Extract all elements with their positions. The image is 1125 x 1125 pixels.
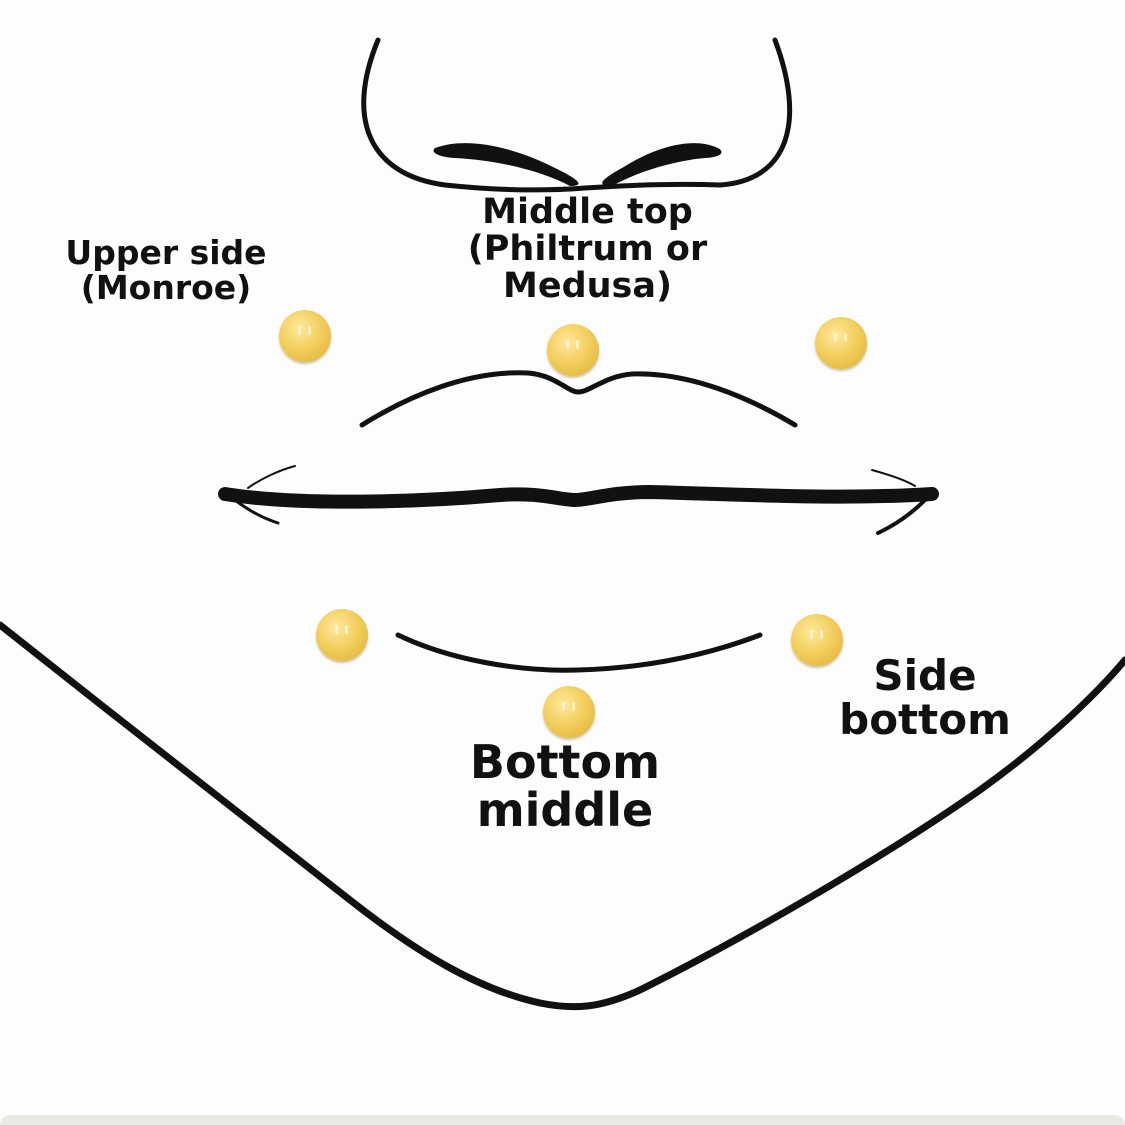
label-upper-side-line-1: Upper side <box>65 233 267 272</box>
label-upper-side: Upper side (Monroe) <box>40 233 292 307</box>
lower-lip <box>395 632 763 673</box>
label-bottom-middle-line-2: middle <box>476 783 654 838</box>
stud-upper-left <box>279 310 331 362</box>
upper-lip <box>359 370 798 428</box>
label-side-bottom-line-2: bottom <box>839 695 1011 745</box>
left-nostril <box>433 143 579 186</box>
stud-lower-right <box>791 614 843 666</box>
nose-outline <box>361 37 793 193</box>
bottom-bar <box>0 1115 1125 1125</box>
label-upper-side-line-2: (Monroe) <box>80 267 252 307</box>
label-bottom-middle: Bottom middle <box>430 738 700 835</box>
mouth-line <box>218 484 939 509</box>
mouth-corner-right-lower <box>876 498 927 535</box>
label-middle-top-line-2: (Philtrum or <box>467 228 708 269</box>
label-bottom-middle-line-1: Bottom <box>469 735 661 789</box>
stud-upper-right <box>815 317 867 369</box>
stud-lower-left <box>316 609 368 661</box>
stud-middle-top <box>547 324 599 376</box>
right-nostril <box>602 143 722 186</box>
label-middle-top: Middle top (Philtrum or Medusa) <box>440 194 735 304</box>
label-side-bottom: Side bottom <box>820 651 1030 745</box>
label-middle-top-line-1: Middle top <box>482 192 693 232</box>
label-side-bottom-line-1: Side <box>873 651 977 700</box>
mouth-corner-left-lower <box>233 498 280 525</box>
label-middle-top-line-3: Medusa) <box>503 265 672 306</box>
stud-bottom-middle <box>543 686 595 738</box>
jaw-outline <box>0 621 1125 1011</box>
mouth-corner-right-upper <box>871 469 916 487</box>
mouth-corner-left-upper <box>247 465 296 489</box>
